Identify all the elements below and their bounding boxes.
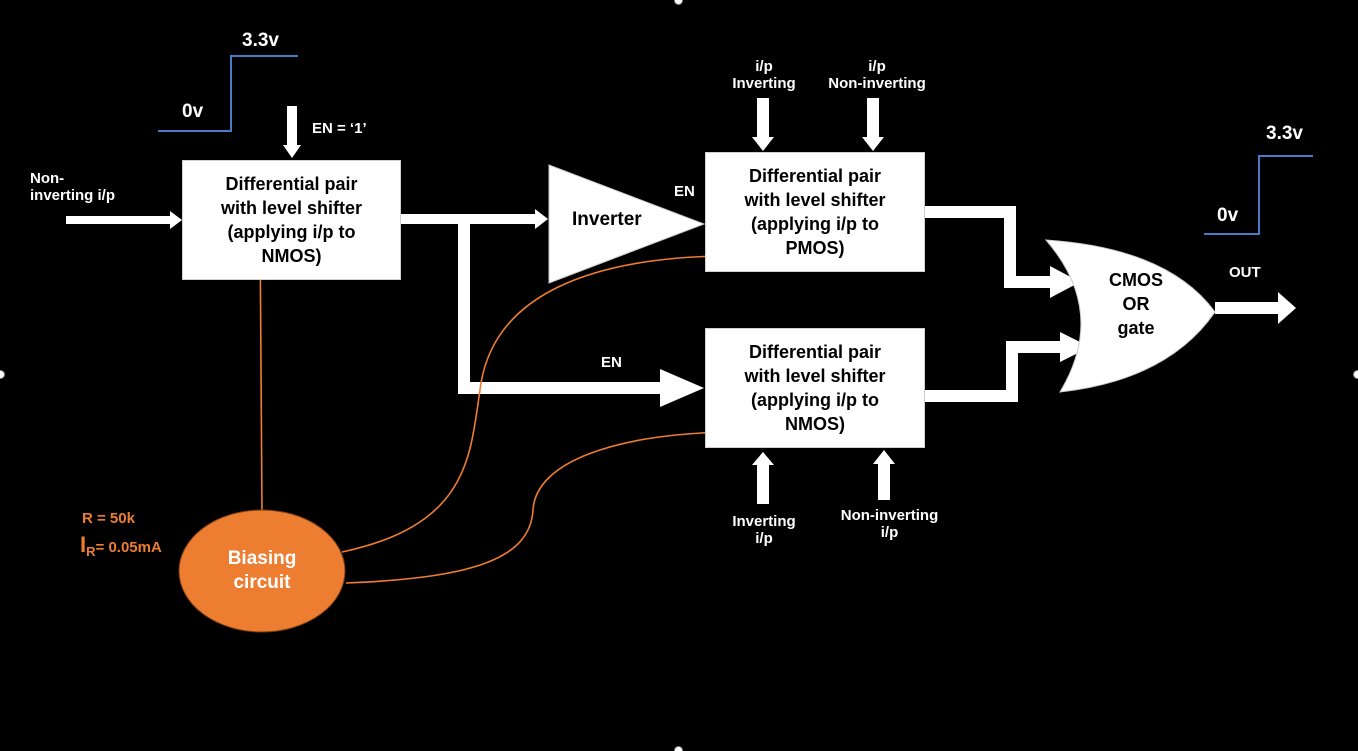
pmos-noninverting-input-arrow	[862, 98, 884, 151]
diff-pair-pmos-block: Differential pair with level shifter (ap…	[705, 152, 925, 272]
resistor-value-label: R = 50k	[82, 510, 135, 527]
bias-wire-to-nmos-bottom	[345, 425, 731, 584]
resize-handle-left[interactable]	[0, 370, 5, 379]
resize-handle-bottom[interactable]	[674, 746, 683, 751]
en-lower-label: EN	[601, 354, 622, 371]
block1-to-inverter-arrow	[401, 209, 548, 229]
or-gate-symbol	[1044, 239, 1216, 393]
output-arrow	[1215, 292, 1296, 324]
pmos-noninverting-input-label: i/p Non-inverting	[828, 58, 926, 93]
bias-wire-to-pmos	[341, 249, 724, 553]
nmos-noninverting-input-arrow	[873, 450, 895, 500]
branch-to-lower-block-arrow	[458, 224, 704, 407]
waveform-right-low-label: 0v	[1217, 205, 1239, 226]
resize-handle-top[interactable]	[674, 0, 683, 5]
inverter-symbol	[548, 164, 706, 284]
biasing-circuit-ellipse	[178, 509, 346, 633]
diff-pair-nmos-bottom-block: Differential pair with level shifter (ap…	[705, 328, 925, 448]
waveform-left-low-label: 0v	[182, 101, 204, 122]
waveform-left-high-label: 3.3v	[242, 30, 279, 51]
nmos-to-or-arrowhead	[1060, 332, 1090, 362]
waveform-left-step	[158, 55, 298, 132]
nmos-noninverting-input-label: Non-inverting i/p	[840, 507, 939, 542]
input-left-arrow	[66, 211, 182, 229]
noninverting-input-label: Non- inverting i/p	[30, 170, 116, 205]
waveform-right-step	[1204, 155, 1313, 235]
output-label: OUT	[1229, 264, 1261, 281]
biasing-circuit-label: Biasing circuit	[227, 548, 297, 593]
en-top-label: EN = ‘1’	[312, 120, 367, 137]
diff-pair-nmos-top-block: Differential pair with level shifter (ap…	[182, 160, 401, 280]
pmos-to-or-wire	[925, 206, 1053, 288]
waveform-right-high-label: 3.3v	[1266, 123, 1303, 144]
nmos-inverting-input-arrow	[752, 452, 774, 504]
inverter-label: Inverter	[572, 209, 642, 230]
reference-current-label: IR= 0.05mA	[80, 532, 162, 559]
or-gate-label: CMOS OR gate	[1109, 270, 1163, 338]
pmos-to-or-arrowhead	[1050, 266, 1080, 298]
en-inverter-label: EN	[674, 183, 695, 200]
pmos-inverting-input-arrow	[752, 98, 774, 151]
nmos-to-or-wire	[925, 341, 1062, 402]
pmos-inverting-input-label: i/p Inverting	[732, 58, 796, 93]
en-top-arrow	[283, 106, 301, 158]
nmos-inverting-input-label: Inverting i/p	[732, 513, 796, 548]
resize-handle-right[interactable]	[1353, 370, 1358, 379]
